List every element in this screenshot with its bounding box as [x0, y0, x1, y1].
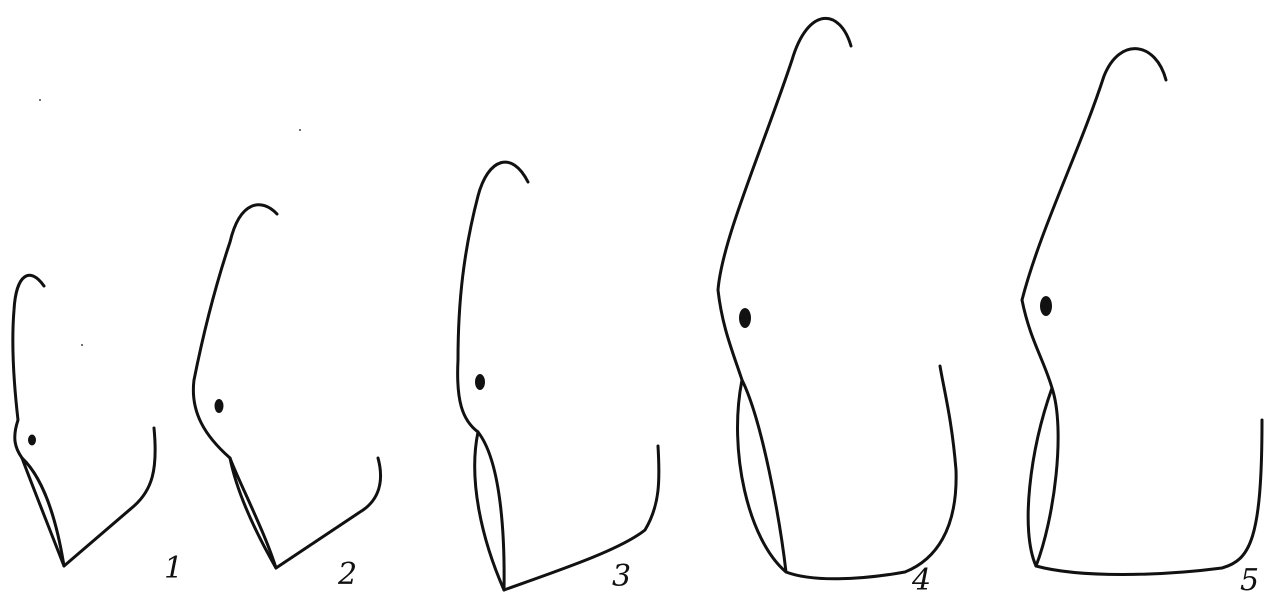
- profile-1-outline: [13, 275, 155, 566]
- profile-3-outline: [458, 162, 659, 590]
- figure-number-4: 4: [911, 563, 931, 596]
- profile-2-outline: [193, 205, 380, 568]
- ink-speck: [81, 344, 83, 346]
- profile-2-jaw-inner: [230, 458, 276, 568]
- figure-number-5: 5: [1240, 563, 1259, 596]
- profile-4-outline: [718, 18, 956, 578]
- figure-number-1: 1: [164, 551, 183, 586]
- profile-5-jaw-inner: [1036, 388, 1058, 566]
- profile-3-jaw-inner: [478, 432, 504, 590]
- profile-2-eye: [215, 399, 224, 413]
- figure-number-3: 3: [612, 559, 631, 594]
- ink-speck: [299, 129, 301, 131]
- profile-5: 5: [1022, 49, 1262, 596]
- ink-speck: [39, 99, 41, 101]
- profile-3-eye: [475, 374, 485, 390]
- profile-2: 2: [193, 205, 380, 592]
- profile-1-eye: [28, 435, 36, 446]
- profile-4: 4: [718, 18, 956, 596]
- figure-number-2: 2: [337, 557, 357, 592]
- profile-4-eye: [739, 308, 751, 328]
- profile-1: 1: [13, 275, 183, 586]
- profile-5-eye: [1040, 296, 1052, 316]
- profile-3: 3: [458, 162, 659, 594]
- profile-5-outline: [1022, 49, 1262, 575]
